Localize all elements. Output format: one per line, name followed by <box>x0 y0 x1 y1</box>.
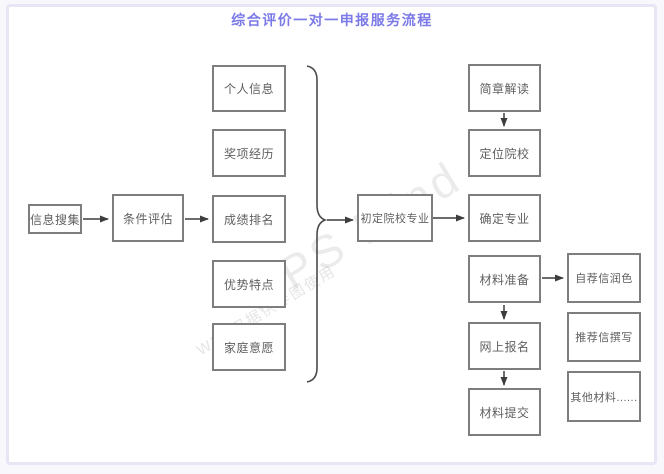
node-material-preparation: 材料准备 <box>468 255 541 303</box>
grouping-brace <box>306 65 328 383</box>
node-online-signup: 网上报名 <box>468 322 541 370</box>
node-info-gathering: 信息搜集 <box>28 204 82 234</box>
node-grade-ranking: 成绩排名 <box>212 195 286 243</box>
node-brochure-interpretation: 简章解读 <box>468 64 541 112</box>
node-recommendation-letter: 推荐信撰写 <box>567 312 641 362</box>
node-material-submission: 材料提交 <box>468 388 541 436</box>
node-other-materials: 其他材料...... <box>567 371 641 422</box>
node-self-recommendation-letter: 自荐信润色 <box>567 253 641 303</box>
node-position-school: 定位院校 <box>468 129 541 177</box>
page-title: 综合评价一对一申报服务流程 <box>231 12 433 28</box>
node-preliminary-school-major: 初定院校专业 <box>357 194 433 242</box>
node-award-experience: 奖项经历 <box>212 129 286 177</box>
node-condition-evaluation: 条件评估 <box>112 194 184 242</box>
node-personal-info: 个人信息 <box>212 65 286 112</box>
node-family-wishes: 家庭意愿 <box>212 323 286 371</box>
node-confirm-major: 确定专业 <box>468 194 541 242</box>
node-strengths: 优势特点 <box>212 260 286 308</box>
